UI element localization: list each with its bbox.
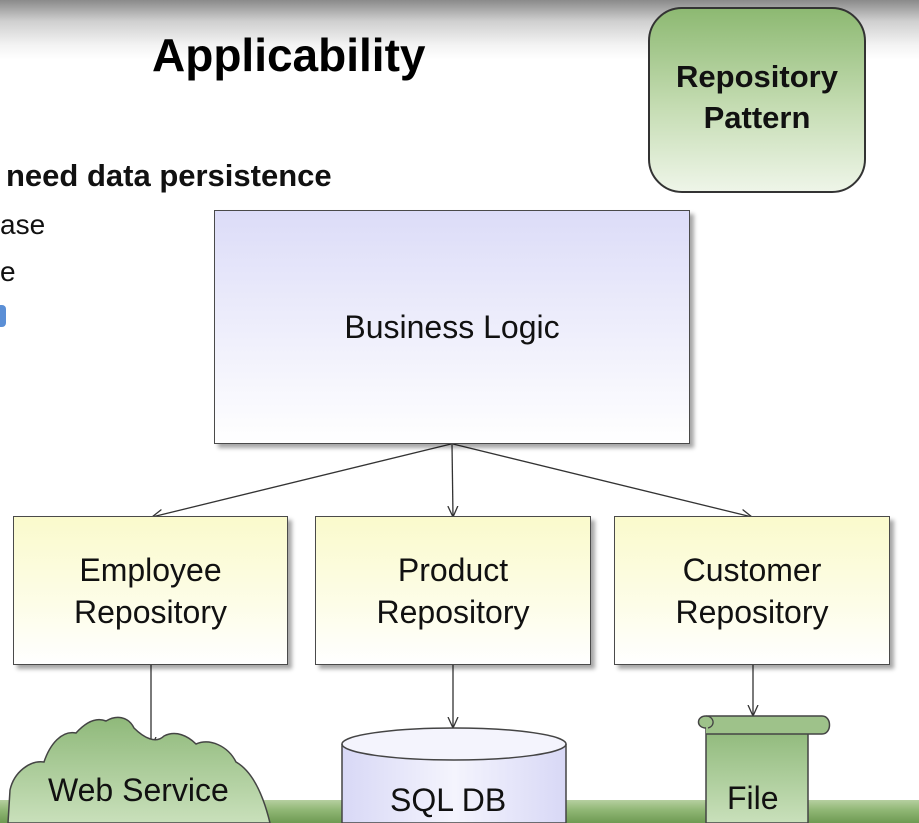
- connector-logic-customer: [452, 443, 752, 517]
- bullet-heading: need data persistence: [6, 158, 332, 193]
- bullet-fragment-2: e: [0, 256, 16, 287]
- sql-db-cylinder-body: [341, 744, 567, 823]
- file-label: File: [727, 780, 779, 816]
- sql-db-label: SQL DB: [390, 782, 507, 818]
- slide-title: Applicability: [152, 29, 426, 81]
- file-scroll-body: [705, 728, 809, 823]
- web-service-label: Web Service: [48, 772, 229, 808]
- bullet-fragment-1: ase: [0, 209, 46, 240]
- connector-logic-product: [452, 443, 453, 517]
- bullet-fragment-3: [0, 305, 6, 327]
- business-logic-box: Business Logic: [214, 210, 690, 444]
- connector-logic-employee: [152, 443, 452, 517]
- web-service-cloud-shape: [7, 716, 271, 823]
- file-scroll-curl: [705, 715, 714, 729]
- file-scroll-top-roll: [697, 715, 831, 735]
- sql-db-cylinder-top: [341, 727, 567, 761]
- business-logic-label: Business Logic: [344, 309, 560, 345]
